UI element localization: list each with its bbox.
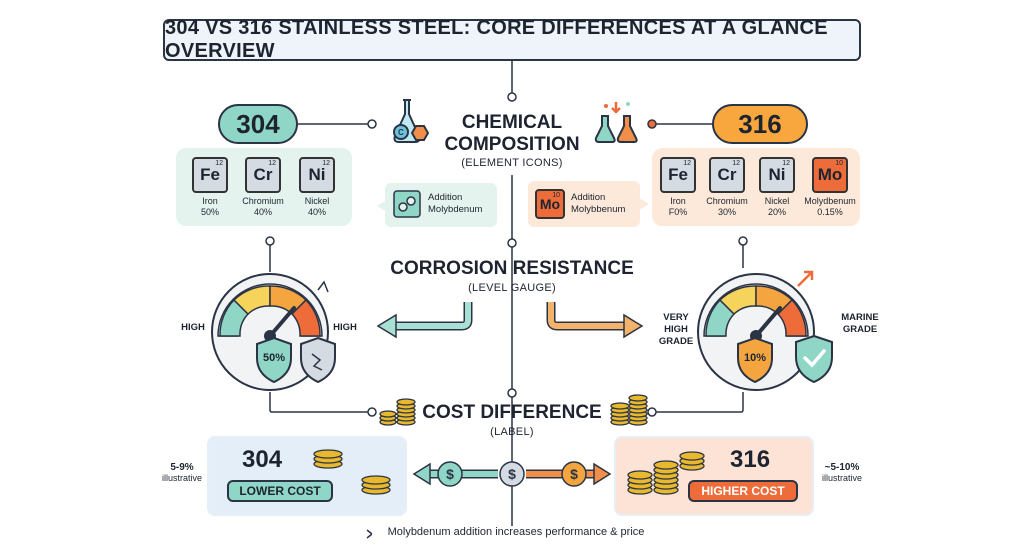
dollar-coin-icon: $ [437,461,463,487]
grade-316-pill: 316 [712,104,808,144]
higher-cost-label: HIGHER COST [688,480,798,502]
chemical-subtitle: (ELEMENT ICONS) [461,157,563,169]
corrosion-left-label-b: HIGH [333,322,357,333]
coin-stack-icon [610,394,648,426]
flasks-icon [594,102,638,143]
coins-icon [313,449,343,469]
corrosion-title: CORROSION RESISTANCE [390,258,634,279]
grade-304-pill: 304 [218,104,298,144]
lower-cost-label: LOWER COST [227,480,333,502]
cost-grade-316: 316 [730,446,771,473]
coins-icon [361,475,391,495]
cost-box-316 [614,436,814,516]
chemical-title-line2: COMPOSITION [444,134,580,155]
callout-right-pointer [639,198,649,210]
cost-left-range: 5-9%illustrative [161,462,202,483]
cost-grade-304: 304 [242,446,283,473]
corrosion-gauge-316 [697,270,815,391]
shield-value-304: 50% [262,352,286,364]
svg-text:$: $ [570,466,578,482]
shield-icon-304 [256,336,292,384]
svg-text:$: $ [508,466,516,482]
coin-stack-icon [379,398,416,426]
corrosion-left-label-a: HIGH [181,322,205,333]
chemical-title-line1: CHEMICAL [461,112,563,133]
page-title: 304 VS 316 STAINLESS STEEL: CORE DIFFERE… [163,17,861,62]
check-shield-icon [795,334,833,384]
dollar-coin-icon: $ [499,461,525,487]
molecule-icon [393,190,421,218]
cost-subtitle: (LABEL) [490,426,534,438]
svg-text:$: $ [446,466,454,482]
flask-molecule-icon: C [393,99,430,143]
shield-value-316: 10% [743,352,767,364]
cost-title: COST DIFFERENCE [422,402,602,423]
footer-note: Molybdenum addition increases performanc… [372,526,660,538]
broken-shield-icon [300,336,336,384]
corrosion-gauge-304 [211,273,329,391]
cost-right-range: ~5-10%illustrative [821,462,862,483]
shield-icon-316 [737,336,773,384]
callout-left-pointer [377,200,387,212]
corrosion-subtitle: (LEVEL GAUGE) [468,282,556,294]
coin-pile-icon [627,451,705,495]
svg-text:C: C [398,128,404,137]
dollar-coin-icon: $ [561,461,587,487]
